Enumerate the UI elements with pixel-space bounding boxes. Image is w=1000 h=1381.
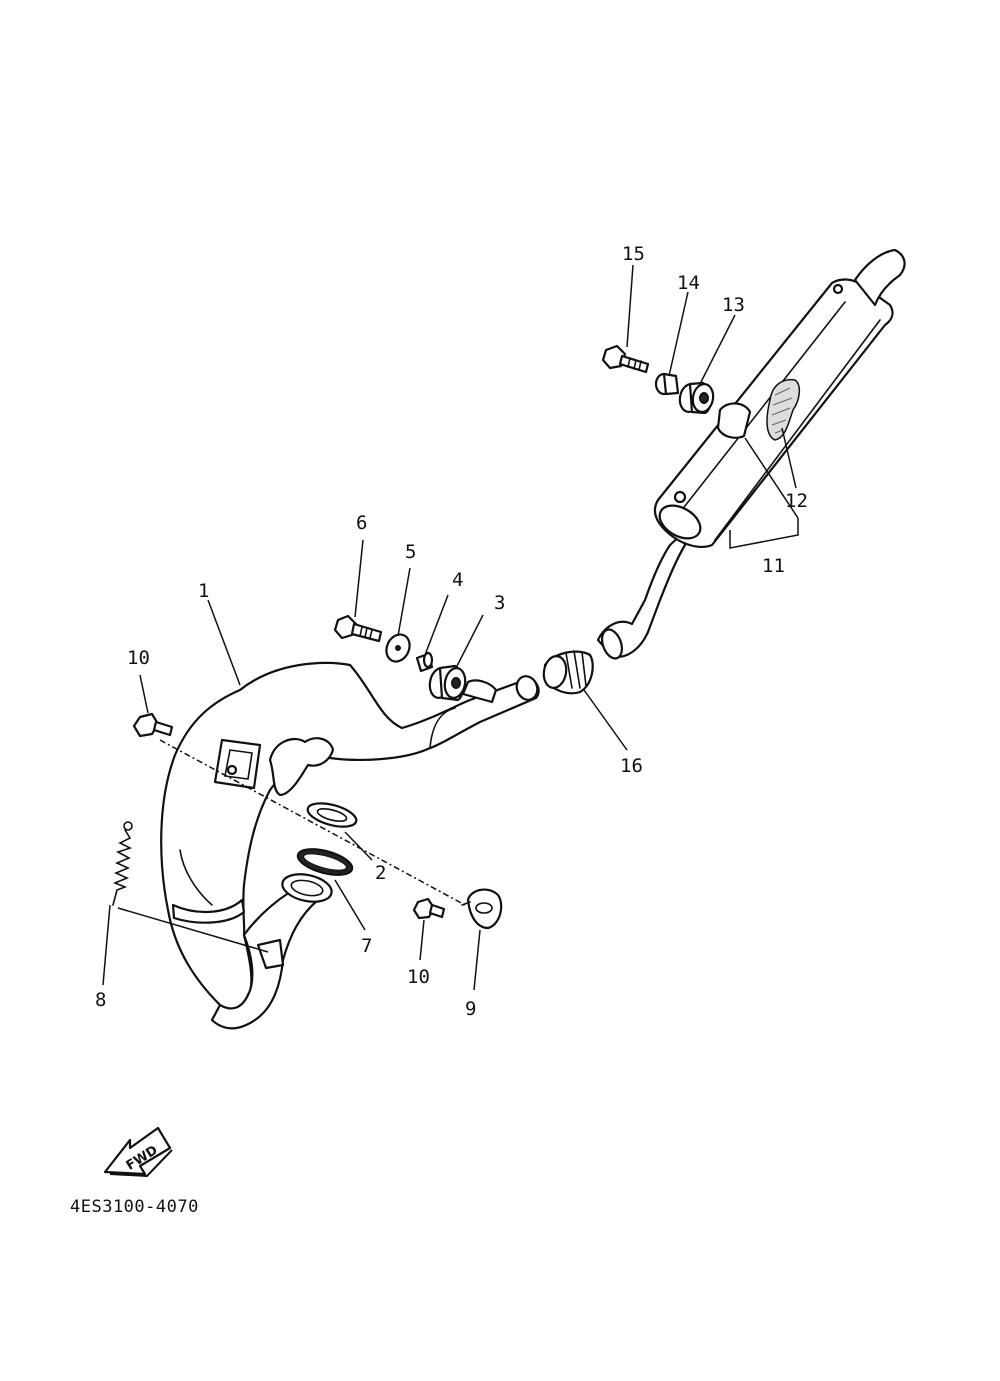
forward-arrow-icon: FWD xyxy=(103,1126,173,1178)
silencer-damper xyxy=(678,381,715,415)
clamp-bracket xyxy=(461,888,503,930)
callout-6: 6 xyxy=(356,512,367,534)
flange-bolt-upper xyxy=(132,712,174,738)
callout-10-lower: 10 xyxy=(407,966,430,988)
washer xyxy=(385,633,411,663)
spring xyxy=(112,821,133,906)
callout-15: 15 xyxy=(622,243,645,265)
mount-bolt xyxy=(333,614,383,643)
callout-16: 16 xyxy=(620,755,643,777)
joint-packing xyxy=(542,650,594,695)
drawing-code: 4ES3100-4070 xyxy=(70,1197,199,1217)
callout-8: 8 xyxy=(95,989,106,1011)
callout-4: 4 xyxy=(452,569,463,591)
callout-13: 13 xyxy=(722,294,745,316)
silencer-bolt xyxy=(601,344,650,374)
flange-bolt-lower xyxy=(412,897,446,920)
gasket xyxy=(306,802,358,828)
collar xyxy=(415,651,434,673)
silencer xyxy=(596,248,906,660)
silencer-collar xyxy=(654,372,680,396)
callout-2: 2 xyxy=(375,862,386,884)
callout-5: 5 xyxy=(405,541,416,563)
leader-lines xyxy=(102,264,799,991)
callout-7: 7 xyxy=(361,935,372,957)
callout-1: 1 xyxy=(198,580,209,602)
callout-14: 14 xyxy=(677,272,700,294)
o-ring xyxy=(296,848,354,876)
callout-9: 9 xyxy=(465,998,476,1020)
callout-numbers: 1 2 3 4 5 6 7 8 9 10 10 11 12 13 14 15 1… xyxy=(95,243,808,1020)
callout-10-upper: 10 xyxy=(127,647,150,669)
callout-11: 11 xyxy=(762,555,785,577)
callout-12: 12 xyxy=(785,490,808,512)
callout-3: 3 xyxy=(494,592,505,614)
exhaust-pipe xyxy=(160,661,540,1030)
damper xyxy=(428,664,467,702)
